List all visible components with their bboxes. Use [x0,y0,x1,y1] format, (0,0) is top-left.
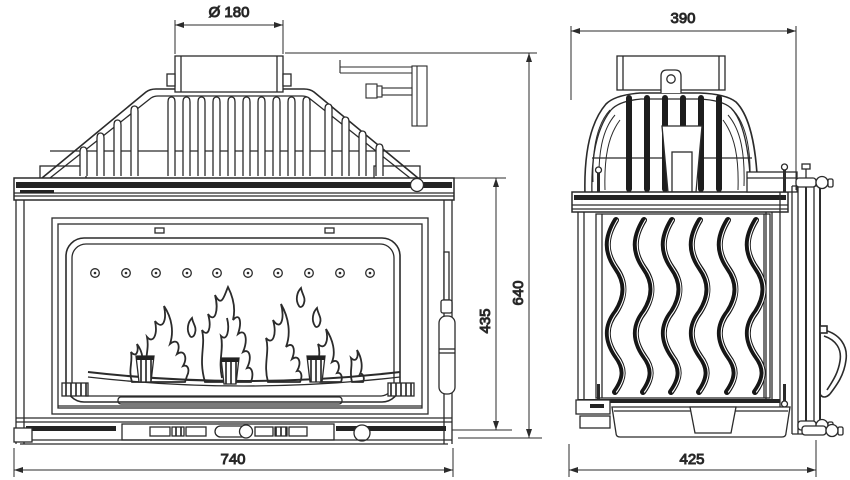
dim-front-width: 740 [13,448,454,477]
air-holes [90,268,375,278]
dim-top-width: 390 [570,10,797,190]
log-retainer [117,396,343,405]
hinge-pin-top [795,163,834,190]
grate [61,355,415,405]
side-body [577,192,789,436]
side-heat-exchanger [584,92,759,196]
front-body [15,200,453,444]
dimensions: Ø 180 640 435 740 [13,4,817,477]
hinge-block [746,171,798,193]
dim-label-total-height: 640 [510,280,527,305]
side-panel [595,213,771,399]
ash-knob [353,424,371,442]
front-door-handle [438,251,456,395]
side-door-frame [791,163,848,435]
dim-label-depth: 425 [679,451,704,468]
front-fins [79,96,384,176]
grate-end-left [61,382,89,397]
grate-feet [135,355,326,385]
dim-flue-diameter: Ø 180 [174,4,284,54]
dim-label-front-width: 740 [220,451,245,468]
damper-bracket [339,60,428,127]
front-flue-collar [166,55,292,93]
glass-panel [71,243,395,397]
dim-label-flue: Ø 180 [209,4,250,21]
front-bottom-fascia [13,405,452,445]
top-plate-knob [409,177,425,193]
glass-gasket [65,237,401,403]
door-frame [51,217,429,415]
damper-bolt [365,83,413,99]
front-top-plate [13,177,455,201]
dim-label-top-width: 390 [670,10,695,27]
air-slider [214,424,254,439]
side-flue-collar [616,55,726,93]
dim-depth: 425 [568,440,817,477]
base-knob [801,423,844,438]
side-view [571,55,848,438]
wavy-ribs [604,217,767,395]
flame-artwork [129,284,365,383]
dim-label-firebox-height: 435 [477,308,494,333]
front-heat-exchanger [39,88,421,180]
primary-air-vents [149,426,308,437]
side-door-handle [819,325,848,398]
ash-drawer-notch [689,406,737,434]
dim-firebox-height: 435 [446,177,512,431]
front-view [13,55,456,445]
plate-bolts [594,163,789,192]
flue-tab-hole [666,74,676,84]
dim-total-height: 640 [285,52,542,439]
side-base [575,399,844,438]
grate-end-right [387,382,415,397]
wavy-ribs-highlight [608,219,766,393]
side-top-plate [571,163,798,213]
